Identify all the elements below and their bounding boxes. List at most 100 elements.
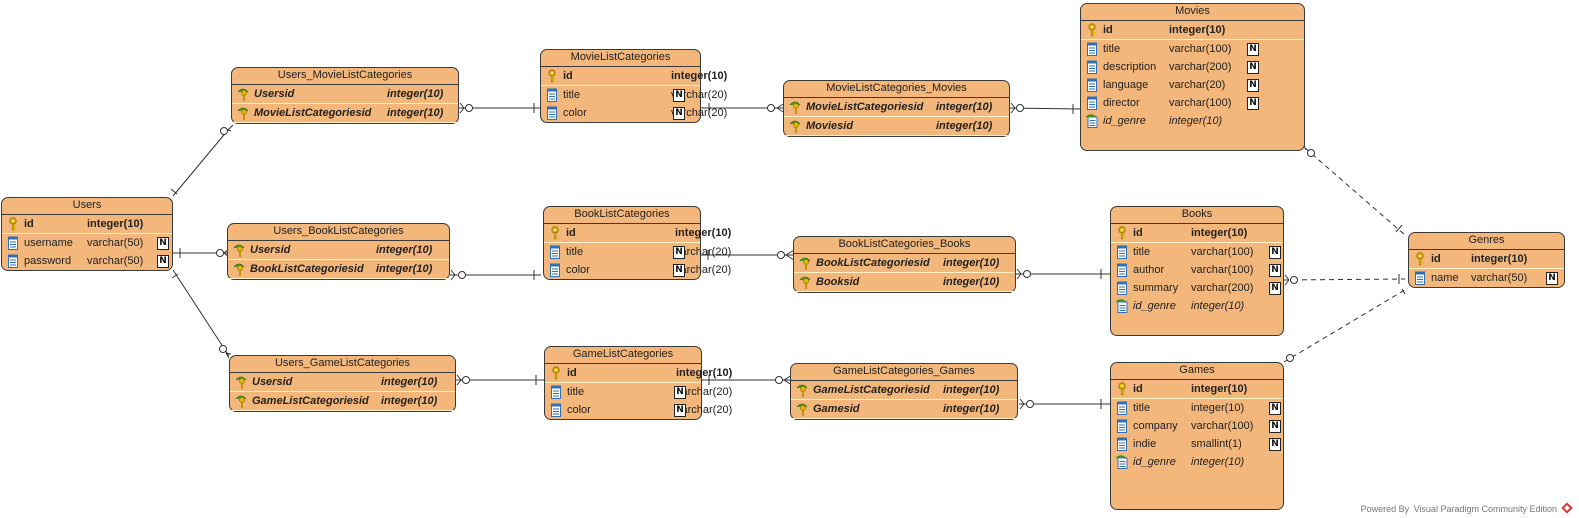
nullable-badge: N [1247,61,1259,74]
column-name: language [1103,79,1149,91]
column-type: integer(10) [1191,227,1248,239]
column-icon [551,403,561,417]
column-icon [547,106,557,120]
column-type: integer(10) [376,244,433,256]
column-name: GameListCategoriesid [252,395,369,407]
primary-key-icon [1088,23,1096,37]
column-name: director [1103,97,1140,109]
column-name: GameListCategoriesid [813,384,930,396]
visual-paradigm-logo-icon [1561,502,1573,514]
nullable-badge: N [1247,97,1259,110]
column-icon [8,236,18,250]
column-type: integer(10) [1191,300,1245,312]
column-icon [550,245,560,259]
column-icon [547,88,557,102]
foreign-primary-key-icon [235,395,247,408]
foreign-primary-key-icon [789,101,801,114]
column-icon [1117,437,1127,451]
column-name: id_genre [1103,115,1146,127]
column-name: Moviesid [806,120,854,132]
nullable-badge: N [1546,272,1558,285]
entity-title: Movies [1081,4,1304,21]
column-name: id_genre [1133,456,1176,468]
column-name: Gamesid [813,403,860,415]
column-row[interactable]: Usersid integer(10) [228,241,449,260]
column-row[interactable]: id integer(10) [1409,250,1564,269]
column-name: indie [1133,438,1157,450]
column-type: integer(10) [1169,24,1226,36]
nullable-badge: N [1269,420,1281,433]
nullable-badge: N [673,107,685,120]
entity-title: GameListCategories_Games [791,364,1017,381]
column-type: integer(10) [675,227,732,239]
primary-key-icon [1118,226,1126,240]
column-name: id [566,227,576,239]
column-name: id [1431,253,1441,265]
column-name: MovieListCategoriesid [254,107,372,119]
nullable-badge: N [1269,438,1281,451]
column-type: integer(10) [1471,253,1528,265]
column-type: varchar(20) [671,107,728,119]
powered-by-text: Powered By Visual Paradigm Community Edi… [1360,504,1557,514]
primary-key-icon [9,217,17,231]
column-row[interactable]: id integer(10) [544,224,731,243]
column-name: Usersid [250,244,291,256]
primary-key-icon [548,69,556,83]
primary-key-icon [1416,252,1424,266]
foreign-primary-key-icon [233,244,245,257]
